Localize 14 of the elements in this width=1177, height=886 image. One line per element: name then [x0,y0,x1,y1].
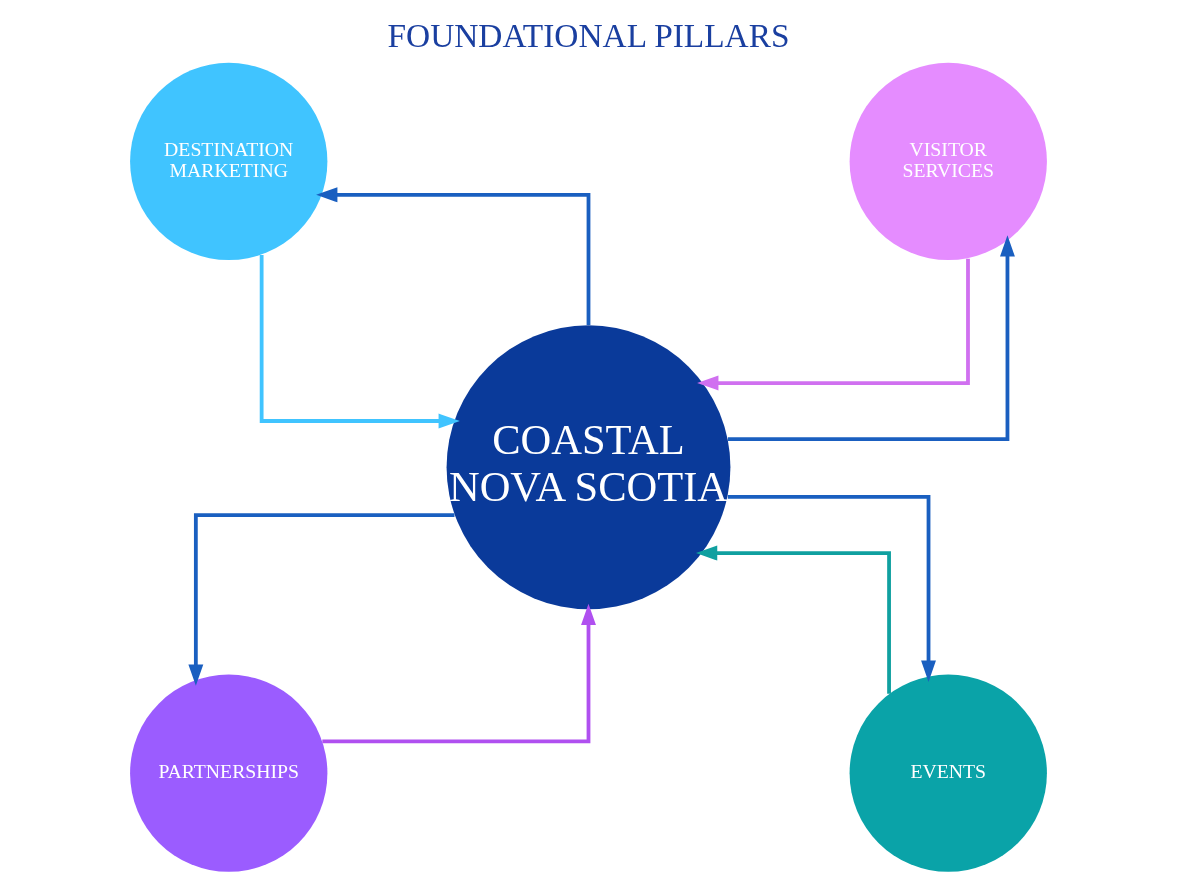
node-circle: DESTINATION MARKETING [130,62,328,261]
arrow [259,255,460,429]
arrow [316,187,591,326]
node-circle: PARTNERSHIPS [130,674,328,872]
arrow [188,513,455,686]
node-circle: VISITOR SERVICES [849,62,1047,261]
arrow [728,235,1015,442]
arrow [322,603,596,744]
arrow [697,258,970,391]
diagram-title: FOUNDATIONAL PILLARS [387,16,790,54]
node-circle: COASTAL NOVA SCOTIA [446,325,731,610]
arrow [695,545,891,694]
node-circle: EVENTS [849,674,1047,872]
arrow [727,495,936,682]
